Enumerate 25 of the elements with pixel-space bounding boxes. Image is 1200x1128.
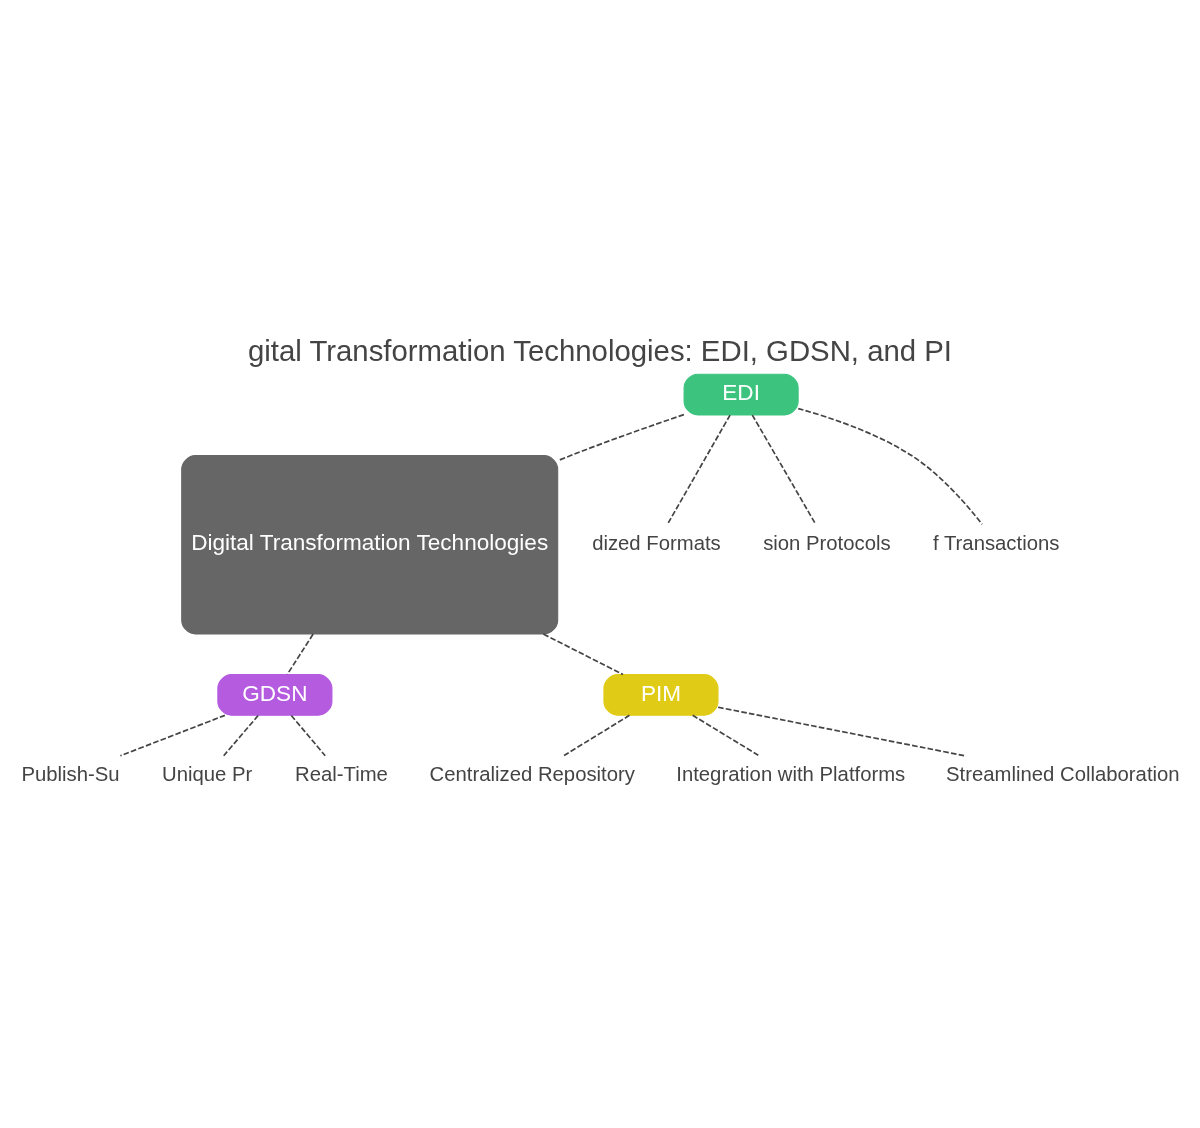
diagram-title: gital Transformation Technologies: EDI, GDSN, and PI (247, 333, 953, 367)
node-box: Digital Transformation Technologies (181, 454, 559, 634)
node-text: Integration with Platforms (676, 762, 906, 785)
node-text: f Transactions (933, 531, 1060, 554)
node-text: Publish-Su (21, 762, 120, 785)
connector (290, 714, 327, 757)
node-box: GDSN (217, 673, 333, 716)
connector (119, 714, 226, 757)
connector (751, 413, 817, 525)
connector (286, 632, 314, 675)
node-text: dized Formats (592, 531, 721, 554)
node-box: PIM (603, 673, 719, 716)
node-text: Real-Time (295, 762, 388, 785)
node-text: Streamlined Collaboration (946, 762, 1180, 785)
node-text: Unique Pr (162, 762, 253, 785)
node-box: EDI (683, 373, 799, 415)
connector (666, 413, 731, 525)
connector (797, 407, 983, 525)
connector (542, 632, 624, 675)
connector (563, 714, 631, 756)
node-text: Centralized Repository (429, 762, 635, 785)
connector (691, 714, 760, 756)
connector (222, 714, 259, 757)
node-text: sion Protocols (763, 531, 891, 554)
connector (717, 705, 967, 757)
